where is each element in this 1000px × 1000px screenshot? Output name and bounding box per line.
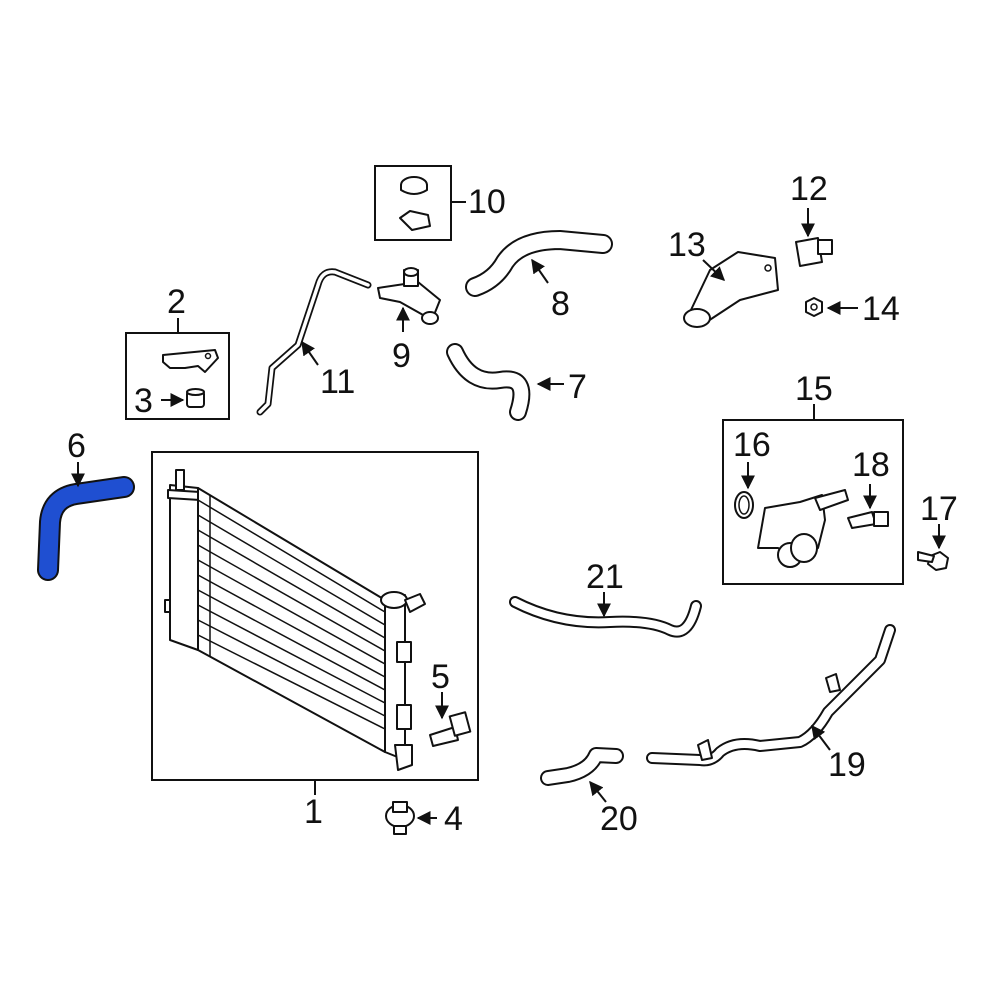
o-ring[interactable] — [734, 491, 754, 519]
callout-labels: 1 2 3 4 5 6 7 8 9 10 11 12 13 14 15 16 1… — [67, 170, 958, 838]
drain-plug[interactable] — [385, 801, 415, 835]
insulator[interactable] — [186, 388, 205, 408]
hose-connector[interactable] — [377, 267, 441, 325]
radiator-hose-highlighted[interactable] — [37, 476, 135, 581]
bypass-pipe[interactable] — [256, 268, 372, 416]
nut[interactable] — [805, 297, 823, 317]
callout-20: 20 — [600, 800, 638, 838]
hose-7[interactable] — [446, 343, 531, 421]
callout-1: 1 — [304, 793, 323, 831]
callout-7: 7 — [568, 368, 587, 406]
callout-11: 11 — [320, 363, 355, 401]
temperature-sensor[interactable] — [429, 711, 472, 747]
callout-13: 13 — [668, 226, 706, 264]
cap[interactable] — [400, 176, 428, 195]
coolant-pipe[interactable] — [646, 624, 896, 767]
callout-3: 3 — [134, 382, 153, 420]
bleeder-valve[interactable] — [795, 237, 833, 267]
callout-5: 5 — [431, 658, 450, 696]
callout-2: 2 — [167, 283, 186, 321]
hose-8[interactable] — [465, 229, 613, 297]
leader-lines — [71, 201, 946, 825]
callout-16: 16 — [733, 426, 771, 464]
seal[interactable] — [399, 210, 431, 231]
callout-4: 4 — [444, 800, 463, 838]
callout-15: 15 — [795, 370, 833, 408]
callout-19: 19 — [828, 746, 866, 784]
callout-18: 18 — [852, 446, 890, 484]
callout-12: 12 — [790, 170, 828, 208]
hose-21[interactable] — [509, 596, 702, 638]
bolt[interactable] — [917, 551, 949, 571]
callout-6: 6 — [67, 427, 86, 465]
radiator[interactable] — [164, 469, 426, 771]
callout-14: 14 — [862, 290, 900, 328]
thermostat-housing[interactable] — [757, 489, 849, 568]
hose-20[interactable] — [540, 747, 624, 786]
bracket[interactable] — [162, 349, 219, 373]
callout-21: 21 — [586, 558, 624, 596]
callout-10: 10 — [468, 183, 506, 221]
sensor-18[interactable] — [847, 511, 889, 529]
callout-17: 17 — [920, 490, 958, 528]
callout-9: 9 — [392, 337, 411, 375]
callout-8: 8 — [551, 285, 570, 323]
